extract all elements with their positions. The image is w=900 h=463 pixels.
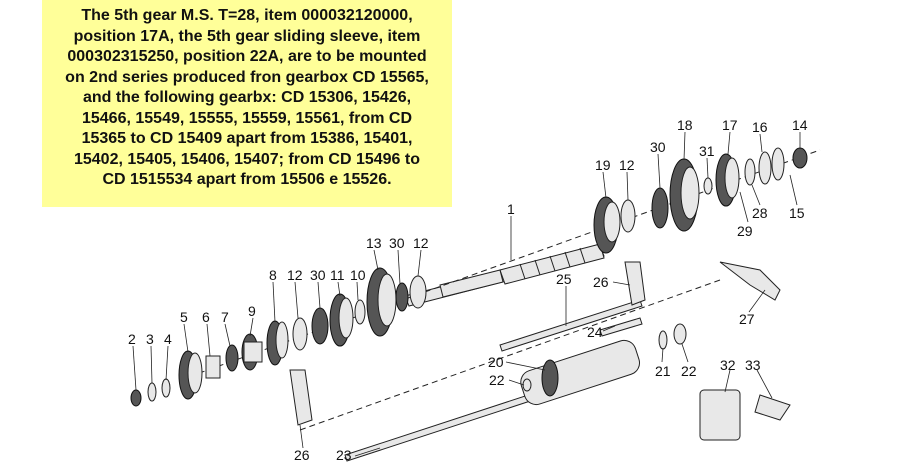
note-line: 15402, 15405, 15406, 15407; from CD 1549…: [73, 150, 420, 168]
callout-16: 16: [752, 119, 768, 135]
note-line: 15466, 15549, 15555, 15559, 15561, from …: [81, 109, 413, 127]
callout-4: 4: [164, 331, 172, 347]
callout-7: 7: [221, 309, 229, 325]
callout-30: 30: [650, 139, 666, 155]
callout-6: 6: [202, 309, 210, 325]
callout-11: 11: [330, 267, 345, 283]
callout-22: 22: [681, 363, 697, 379]
callout-9: 9: [248, 303, 256, 319]
callout-23: 23: [336, 447, 352, 463]
gear-stack-right: [593, 147, 808, 254]
callout-8: 8: [269, 267, 277, 283]
callout-2: 2: [128, 331, 136, 347]
leader-lines: [132, 131, 801, 457]
callout-5: 5: [180, 309, 188, 325]
callout-20: 20: [488, 354, 504, 370]
note-line: on 2nd series produced fron gearbox CD 1…: [65, 68, 429, 86]
callout-13: 13: [366, 235, 382, 251]
callout-12: 12: [619, 157, 635, 173]
callout-26: 26: [294, 447, 310, 463]
note-line: CD 1515534 apart from 15506 e 15526.: [102, 171, 392, 188]
callout-12: 12: [287, 267, 303, 283]
note-line: The 5th gear M.S. T=28, item 00003212000…: [81, 7, 413, 24]
callout-19: 19: [595, 157, 611, 173]
main-shaft: [404, 243, 605, 307]
note-line: and the following gearbx: CD 15306, 1542…: [82, 89, 412, 106]
selector-assembly: [289, 261, 791, 462]
callout-30: 30: [310, 267, 326, 283]
callout-15: 15: [789, 205, 805, 221]
callout-26: 26: [593, 274, 609, 290]
callout-30: 30: [389, 235, 405, 251]
callout-12: 12: [413, 235, 429, 251]
callout-10: 10: [350, 267, 366, 283]
callout-14: 14: [792, 117, 808, 133]
callout-18: 18: [677, 117, 693, 133]
callout-31: 31: [699, 143, 715, 159]
callout-24: 24: [587, 324, 603, 340]
gear-stack-left: [130, 267, 427, 407]
callout-27: 27: [739, 311, 755, 327]
callout-22: 22: [489, 372, 505, 388]
callout-3: 3: [146, 331, 154, 347]
callout-17: 17: [722, 117, 738, 133]
note-line: 15365 to CD 15409 apart from 15386, 1540…: [81, 130, 413, 147]
callout-29: 29: [737, 223, 753, 239]
callout-labels: 1 2 3 4 5 6 7 9 8 12 30 11 10 13 30 12 1…: [128, 117, 808, 463]
callout-21: 21: [655, 363, 671, 379]
callout-1: 1: [507, 201, 515, 217]
callout-25: 25: [556, 271, 572, 287]
callout-28: 28: [752, 205, 768, 221]
callout-32: 32: [720, 357, 736, 373]
compatibility-note-box: The 5th gear M.S. T=28, item 00003212000…: [42, 0, 452, 207]
callout-33: 33: [745, 357, 761, 373]
note-line: 000302315250, position 22A, are to be mo…: [67, 48, 427, 65]
note-line: position 17A, the 5th gear sliding sleev…: [73, 27, 421, 45]
